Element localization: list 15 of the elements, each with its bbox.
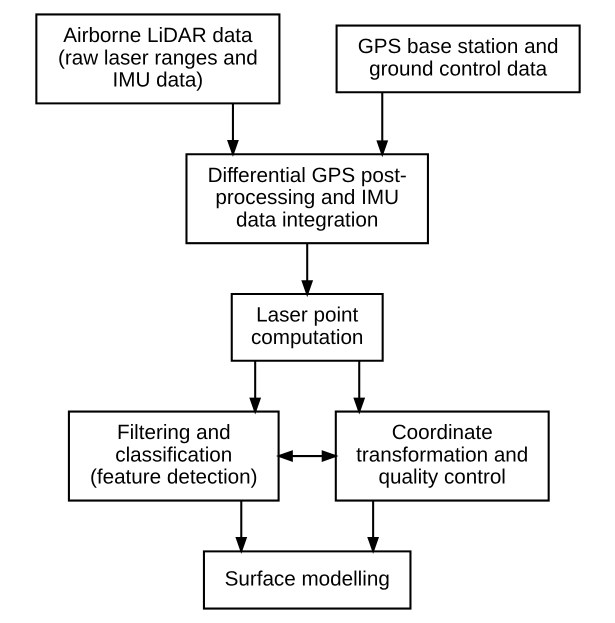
arrow [234, 500, 247, 554]
arrow [376, 92, 388, 158]
arrow [352, 361, 365, 414]
arrow [248, 361, 261, 414]
node-box: GPS base station and ground control data [335, 24, 580, 94]
node-box: Differential GPS post-processing and IMU data integration [184, 153, 428, 244]
node-box: Airborne LiDAR data (raw laser ranges and IMU data) [34, 13, 280, 104]
node-box: Laser point computation [230, 293, 384, 362]
node-box: Surface modelling [202, 550, 411, 610]
node-box: Coordinate transformation and quality control [334, 410, 550, 502]
arrow [300, 244, 313, 298]
arrow [275, 450, 338, 462]
arrow [226, 104, 238, 157]
arrow [366, 500, 379, 554]
node-box: Filtering and classification (feature detection) [67, 410, 280, 502]
